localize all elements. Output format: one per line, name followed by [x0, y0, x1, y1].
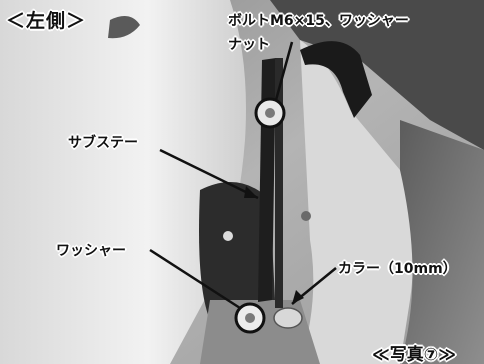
leader-sub-stay — [159, 148, 259, 200]
frame-screw — [223, 231, 233, 241]
emblem-shape — [108, 16, 140, 39]
top-bolt-label: ボルトM6×15、ワッシャー — [228, 13, 409, 29]
arrow-collar — [292, 290, 304, 304]
nut-label: ナット — [228, 37, 270, 53]
collar-spacer — [273, 307, 303, 329]
side-screw — [301, 211, 311, 221]
washer-label: ワッシャー — [56, 243, 126, 259]
photo-number-label: ≪写真⑦≫ — [372, 345, 456, 364]
hook-bar — [300, 41, 372, 118]
top-bolt-head — [265, 108, 275, 118]
support-rod — [275, 58, 283, 308]
rack-shadow — [270, 0, 484, 150]
bottom-bolt-head — [245, 313, 255, 323]
right-body-panel — [300, 40, 414, 364]
right-dark-panel — [400, 120, 484, 364]
arrow-sub-stay — [244, 186, 258, 198]
sub-stay-label: サブステー — [68, 135, 138, 151]
leader-bottom-bolt — [149, 248, 241, 310]
side-label: ＜左側＞ — [6, 10, 87, 32]
collar-label: カラー（10mm） — [338, 261, 457, 277]
leader-top-bolt — [274, 41, 294, 101]
